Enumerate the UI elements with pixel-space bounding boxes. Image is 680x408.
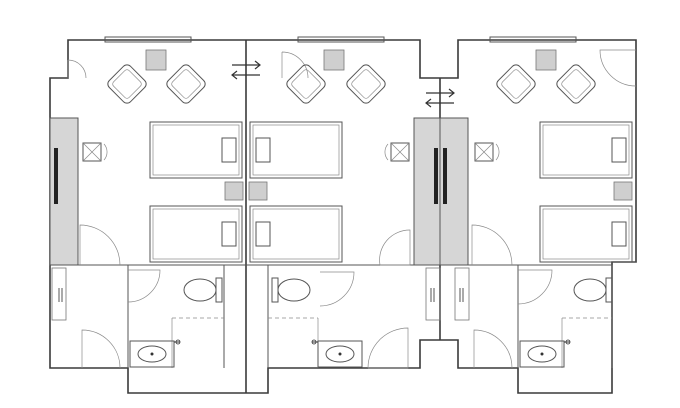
door-swing-bath-1 bbox=[127, 269, 161, 303]
heaters bbox=[145, 49, 633, 201]
luggage-rack-3 bbox=[454, 267, 470, 321]
door-swing-bath-3 bbox=[517, 269, 553, 305]
toilet bbox=[183, 277, 223, 303]
armchair bbox=[166, 64, 206, 104]
pillow bbox=[611, 137, 627, 163]
pillow bbox=[255, 137, 271, 163]
wall-room-3 bbox=[440, 39, 637, 394]
nightstand-room-3 bbox=[613, 181, 633, 201]
luggage-rack-2 bbox=[425, 267, 441, 321]
pillow bbox=[221, 221, 237, 247]
heater-room-2 bbox=[323, 49, 345, 71]
lamp-icon bbox=[474, 142, 500, 162]
lamp-icon bbox=[384, 142, 410, 162]
nightstand-room-2 bbox=[248, 181, 268, 201]
lamp-icon bbox=[82, 142, 108, 162]
wardrobe-rod-icon bbox=[434, 148, 438, 204]
bed bbox=[249, 121, 343, 179]
beds bbox=[149, 121, 633, 263]
interior-partitions bbox=[50, 264, 613, 368]
shower-valve bbox=[174, 339, 571, 345]
wall-room-2-bottom bbox=[246, 339, 440, 394]
sink bbox=[317, 340, 363, 368]
toilets bbox=[183, 277, 613, 303]
wardrobes bbox=[49, 117, 470, 321]
pillow bbox=[221, 137, 237, 163]
heater-room-1 bbox=[145, 49, 167, 71]
lamps bbox=[82, 142, 500, 162]
armchairs bbox=[107, 64, 596, 104]
wardrobe-rod-icon bbox=[443, 148, 447, 204]
armchair bbox=[107, 64, 147, 104]
luggage-rack-1 bbox=[51, 267, 67, 321]
door-swing-corner-2 bbox=[281, 51, 309, 79]
sink bbox=[519, 340, 565, 368]
windows bbox=[104, 36, 577, 43]
door-swing-corner-1 bbox=[67, 59, 87, 79]
pillow bbox=[611, 221, 627, 247]
door-swing-bath-2 bbox=[319, 271, 355, 307]
bed bbox=[539, 121, 633, 179]
toilet bbox=[573, 277, 613, 303]
pillow bbox=[255, 221, 271, 247]
armchair bbox=[346, 64, 386, 104]
heater-room-3 bbox=[535, 49, 557, 71]
door-swing-corner-3 bbox=[599, 49, 637, 87]
toilet bbox=[271, 277, 311, 303]
bed bbox=[249, 205, 343, 263]
armchair bbox=[496, 64, 536, 104]
wall-room-1 bbox=[49, 39, 246, 394]
sinks bbox=[129, 339, 571, 368]
armchair bbox=[286, 64, 326, 104]
window-room-3 bbox=[489, 36, 577, 43]
double-arrow-icon bbox=[425, 88, 455, 108]
double-arrow-icon bbox=[231, 60, 261, 80]
bed bbox=[149, 205, 243, 263]
wardrobe-rod-icon bbox=[54, 148, 58, 204]
window-room-1 bbox=[104, 36, 192, 43]
exterior-walls bbox=[49, 39, 637, 394]
bed bbox=[539, 205, 633, 263]
wall-room-2 bbox=[246, 39, 440, 79]
door-swing-exit-2 bbox=[367, 327, 409, 369]
armchair bbox=[556, 64, 596, 104]
door-swing-entry-2 bbox=[379, 229, 411, 266]
door-swing-exit-1 bbox=[81, 329, 121, 369]
bed bbox=[149, 121, 243, 179]
door-swings bbox=[67, 49, 637, 369]
nightstand-room-1 bbox=[224, 181, 244, 201]
door-swing-exit-3 bbox=[473, 329, 513, 369]
window-room-2 bbox=[297, 36, 385, 43]
sink bbox=[129, 340, 175, 368]
door-swing-entry-3 bbox=[471, 224, 513, 266]
door-swing-entry-1 bbox=[79, 224, 121, 266]
